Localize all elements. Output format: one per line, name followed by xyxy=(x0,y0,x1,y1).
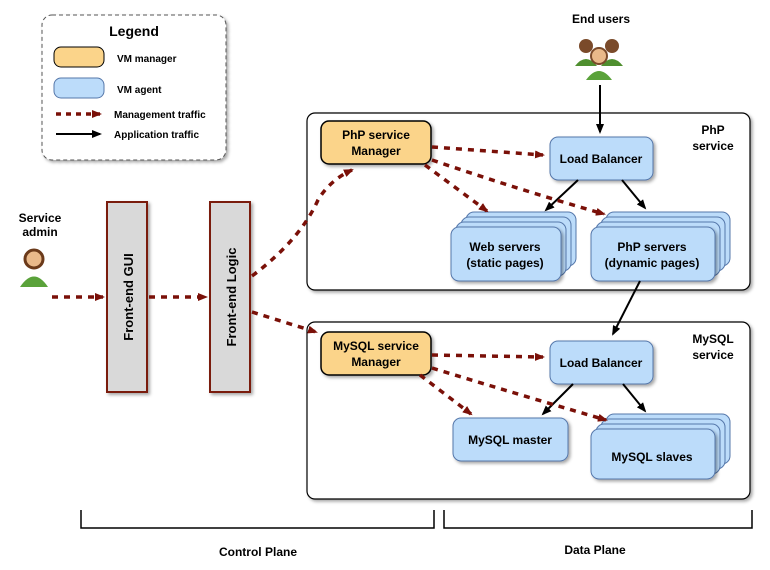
service-admin-label-2: admin xyxy=(22,225,57,239)
legend-title: Legend xyxy=(109,23,159,39)
mysql-manager-to-master-arrow xyxy=(418,373,473,416)
php-load-balancer xyxy=(549,136,654,181)
legend-vm-agent-swatch xyxy=(53,77,105,99)
mysql-service: MySQL service MySQL service Manager Load… xyxy=(306,321,751,500)
legend-application-label: Application traffic xyxy=(114,130,199,141)
application-arrows xyxy=(541,85,647,416)
mysql-load-balancer-label: Load Balancer xyxy=(560,356,643,370)
web-servers-label-1: Web servers xyxy=(469,240,540,254)
mysql-manager-label-2: Manager xyxy=(351,355,401,369)
php-manager-label-2: Manager xyxy=(351,144,401,158)
php-servers-stack: PhP servers (dynamic pages) xyxy=(590,211,731,282)
mysql-service-title-2: service xyxy=(692,348,734,362)
service-admin: Service admin xyxy=(19,211,62,287)
php-load-balancer-label: Load Balancer xyxy=(560,152,643,166)
php-servers-label-1: PhP servers xyxy=(617,240,686,254)
mysql-manager-to-slaves-arrow xyxy=(431,366,608,422)
php-service-manager xyxy=(320,120,432,165)
admin-icon xyxy=(20,248,48,287)
logic-to-php-manager-arrow xyxy=(250,168,354,278)
management-arrows xyxy=(52,145,608,422)
web-servers-stack: Web servers (static pages) xyxy=(450,211,577,282)
legend: Legend VM manager VM agent Management tr… xyxy=(41,14,227,161)
mysql-lb-to-slaves-arrow xyxy=(622,383,647,413)
php-service: PhP service PhP service Manager Load Bal… xyxy=(306,112,751,291)
control-plane-label: Control Plane xyxy=(219,545,297,559)
front-end-logic-box xyxy=(209,201,251,393)
logic-to-mysql-manager-arrow xyxy=(251,310,318,334)
front-end-logic-label: Front-end Logic xyxy=(224,248,239,347)
front-end-gui: Front-end GUI xyxy=(106,201,148,393)
front-end-gui-label: Front-end GUI xyxy=(121,253,136,340)
data-plane-brace: Data Plane xyxy=(443,510,753,557)
php-manager-to-web-arrow xyxy=(423,163,489,213)
php-lb-to-web-arrow xyxy=(544,179,579,212)
users-icon xyxy=(575,39,623,80)
front-end-gui-box xyxy=(106,201,148,393)
data-plane-label: Data Plane xyxy=(564,543,626,557)
front-end-logic: Front-end Logic xyxy=(209,201,251,393)
service-admin-label-1: Service xyxy=(19,211,62,225)
php-manager-label-1: PhP service xyxy=(342,128,410,142)
web-servers-label-2: (static pages) xyxy=(466,256,543,270)
php-servers-to-mysql-lb-arrow xyxy=(612,280,641,336)
mysql-master xyxy=(452,417,569,462)
mysql-slaves-label: MySQL slaves xyxy=(611,450,692,464)
php-service-title-2: service xyxy=(692,139,734,153)
legend-vm-agent-label: VM agent xyxy=(117,85,162,96)
end-users-label: End users xyxy=(572,12,630,26)
end-users: End users xyxy=(572,12,630,80)
mysql-load-balancer xyxy=(549,340,654,385)
mysql-manager-label-1: MySQL service xyxy=(333,339,419,353)
mysql-service-manager xyxy=(320,331,432,376)
php-lb-to-php-servers-arrow xyxy=(621,179,647,210)
legend-management-label: Management traffic xyxy=(114,110,206,121)
legend-vm-manager-label: VM manager xyxy=(117,54,177,65)
legend-vm-manager-swatch xyxy=(53,46,105,68)
mysql-lb-to-master-arrow xyxy=(541,383,574,416)
control-plane-brace: Control Plane xyxy=(80,510,435,559)
mysql-service-title-1: MySQL xyxy=(692,332,733,346)
mysql-slaves-stack: MySQL slaves xyxy=(590,413,731,480)
php-service-title-1: PhP xyxy=(701,123,724,137)
mysql-master-label: MySQL master xyxy=(468,433,552,447)
php-servers-label-2: (dynamic pages) xyxy=(605,256,700,270)
php-manager-to-php-servers-arrow xyxy=(431,158,606,216)
